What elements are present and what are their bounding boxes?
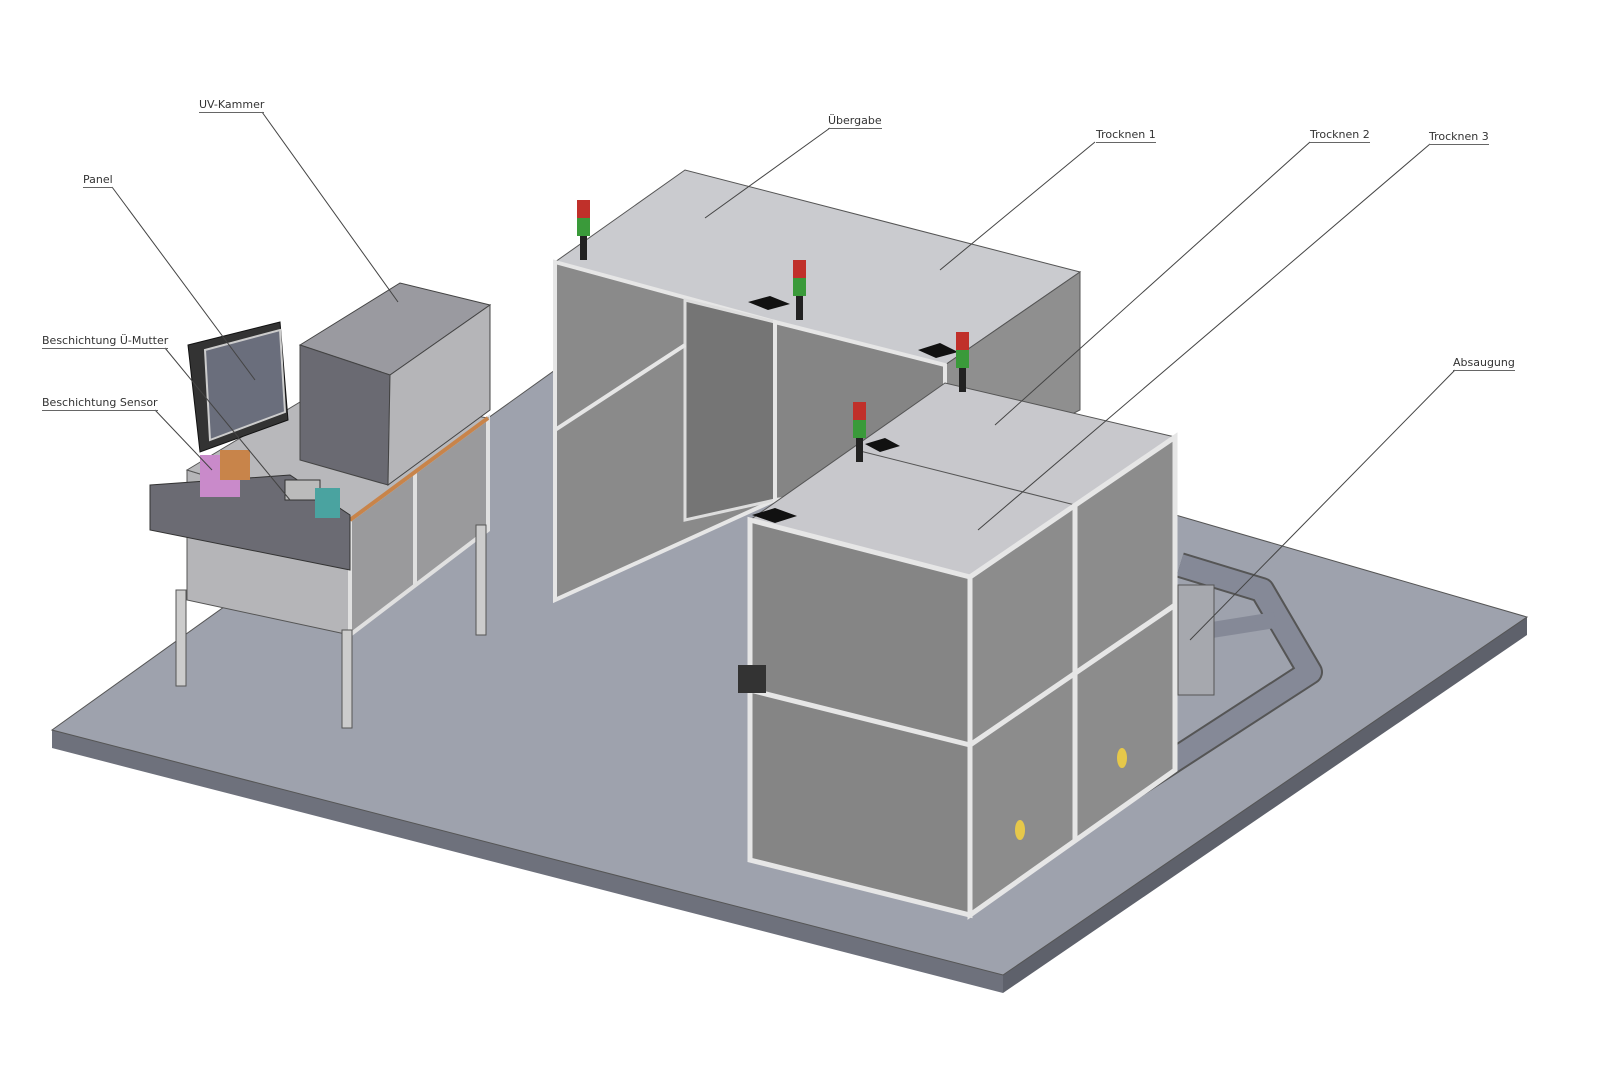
label-beschichtung-sensor: Beschichtung Sensor	[42, 396, 158, 411]
signal-tower-icon	[793, 260, 806, 320]
trocknen2-trocknen3-enclosure	[738, 382, 1178, 920]
label-absaugung: Absaugung	[1453, 356, 1515, 371]
label-trocknen-2: Trocknen 2	[1310, 128, 1370, 143]
label-uv-kammer: UV-Kammer	[199, 98, 265, 113]
signal-tower-icon	[956, 332, 969, 392]
label-beschichtung-mutter: Beschichtung Ü-Mutter	[42, 334, 169, 349]
leader-lines	[111, 111, 1456, 641]
coating-table	[149, 282, 492, 729]
signal-tower-icon	[577, 200, 590, 260]
label-panel: Panel	[83, 173, 113, 188]
signal-tower-icon	[853, 402, 866, 462]
label-uebergabe: Übergabe	[828, 114, 882, 129]
label-trocknen-3: Trocknen 3	[1429, 130, 1489, 145]
signal-towers	[577, 200, 969, 462]
label-trocknen-1: Trocknen 1	[1096, 128, 1156, 143]
